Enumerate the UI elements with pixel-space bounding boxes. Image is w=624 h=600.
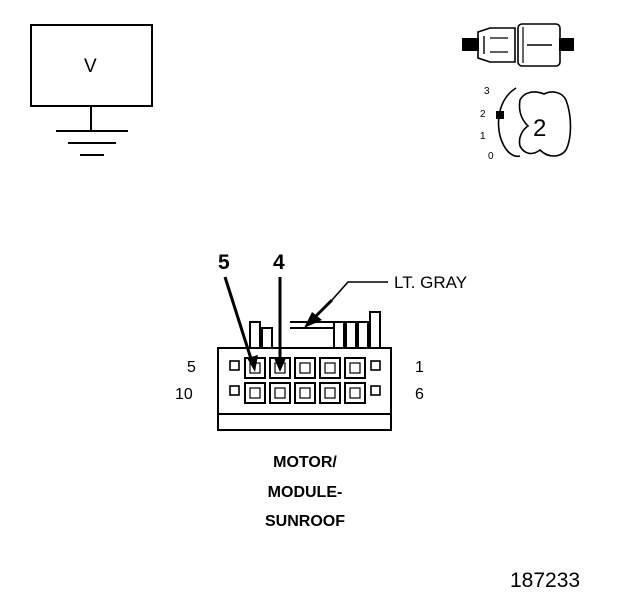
row-label-bottom-left: 10 [175, 386, 193, 403]
voltmeter-icon [30, 24, 153, 156]
rotary-selector-icon [496, 87, 572, 158]
figure-number: 187233 [510, 569, 581, 592]
terminal-cavities [229, 357, 381, 404]
pin-callout-5: 5 [218, 251, 230, 274]
wire-color-label: LT. GRAY [394, 273, 468, 292]
connector-caption-line-1: MOTOR/ [273, 454, 337, 471]
selector-active-number: 2 [533, 115, 547, 142]
connector-housing [217, 311, 392, 431]
selector-position-1: 1 [480, 131, 486, 142]
row-label-top-left: 5 [187, 359, 196, 376]
selector-position-0: 0 [488, 151, 494, 162]
selector-position-3: 3 [484, 86, 490, 97]
connector-caption-line-2: MODULE- [267, 484, 343, 501]
pin-callout-arrows [223, 276, 286, 372]
row-label-top-right: 1 [415, 359, 424, 376]
meter-probe-icon [462, 23, 574, 67]
selector-position-2: 2 [480, 109, 486, 120]
meter-display-label: V [84, 56, 97, 77]
wire-color-leader [304, 281, 388, 328]
connector-caption-line-3: SUNROOF [265, 513, 345, 530]
pin-callout-4: 4 [273, 251, 285, 274]
row-label-bottom-right: 6 [415, 386, 424, 403]
